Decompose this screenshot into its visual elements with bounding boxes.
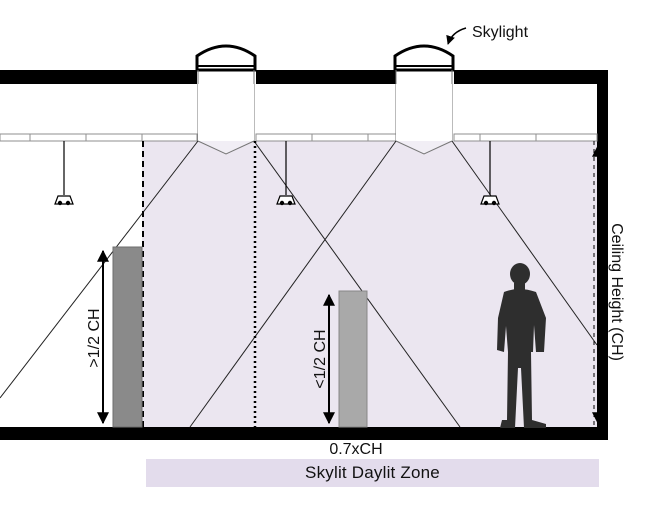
skylit-daylit-zone-bar: Skylit Daylit Zone [146, 459, 599, 487]
pendant-light-icon [276, 141, 296, 206]
roof-slab [454, 70, 608, 84]
skylight-label: Skylight [472, 24, 529, 41]
ceiling-height-label: Ceiling Height (CH) [608, 223, 625, 361]
pendant-light-icon [480, 141, 500, 206]
person-silhouette-icon [497, 263, 546, 428]
tall-partition [112, 246, 143, 428]
zone-name-label: Skylit Daylit Zone [305, 463, 440, 482]
skylight-right [393, 44, 455, 155]
tall-partition-label: >1/2 CH [86, 308, 103, 367]
roof-slab [256, 70, 396, 84]
pendant-light-icon [54, 141, 74, 206]
daylight-spread-lines [0, 140, 598, 428]
zone-width-label: 0.7xCH [329, 441, 382, 458]
short-partition-label: <1/2 CH [312, 329, 329, 388]
short-partition [338, 290, 368, 428]
roof-slab [0, 70, 197, 84]
skylight-callout-leader [446, 27, 467, 45]
suspended-ceiling [0, 133, 598, 142]
skylight-left [195, 44, 257, 155]
